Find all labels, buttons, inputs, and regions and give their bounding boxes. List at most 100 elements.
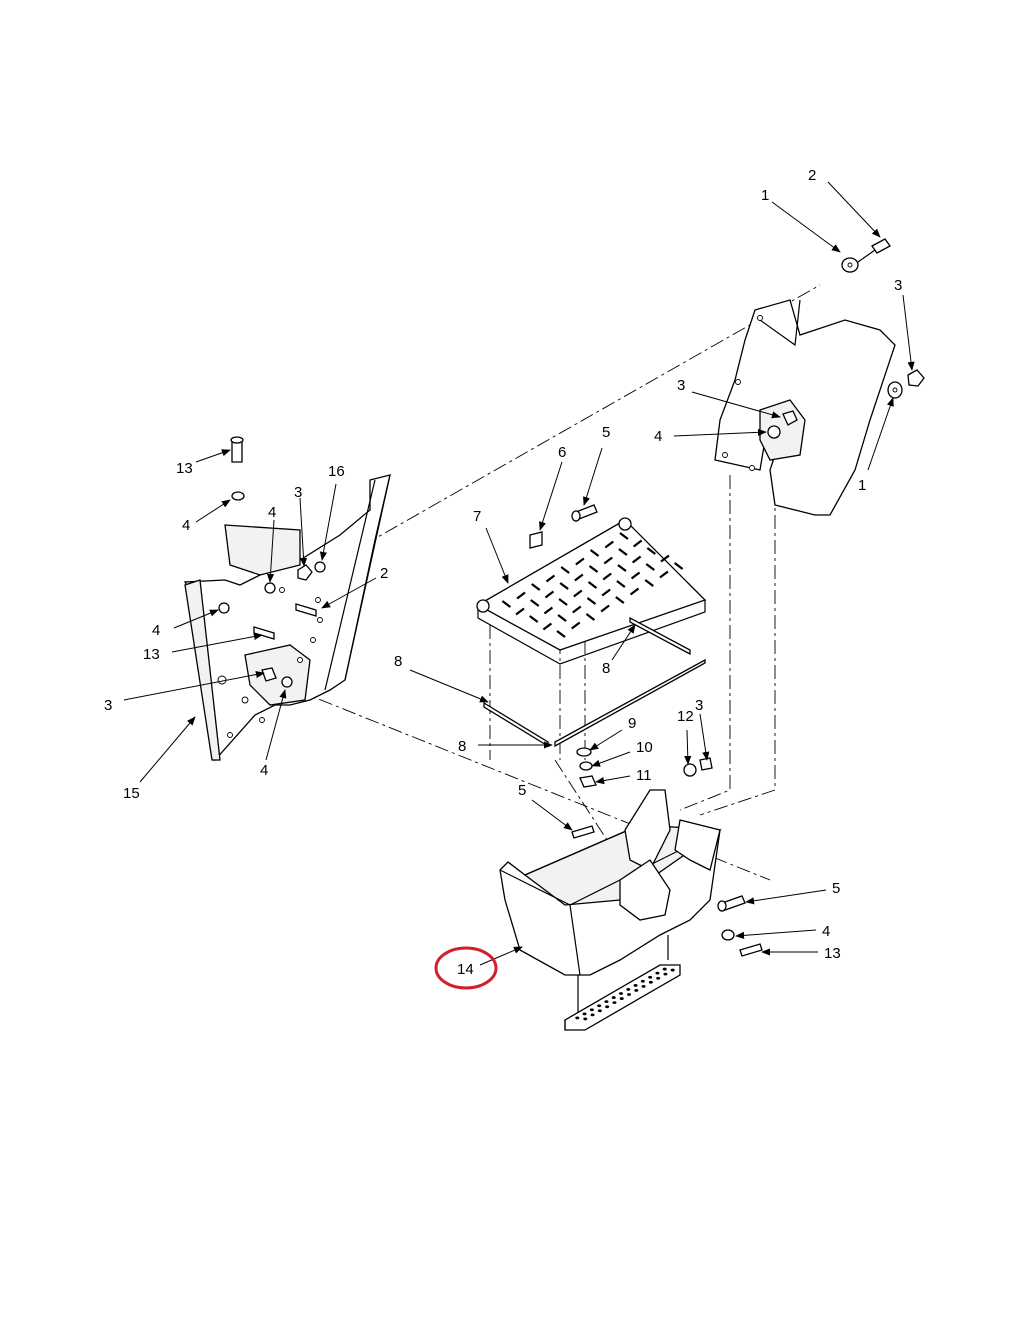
- step-hole: [663, 972, 668, 976]
- tread-diamond: [629, 587, 640, 596]
- tread-diamond: [645, 563, 655, 571]
- callout-13: 13: [176, 460, 193, 477]
- step-hole: [641, 984, 646, 988]
- callout-12: 12: [677, 708, 694, 725]
- tread-diamond: [558, 598, 568, 606]
- tread-diamond: [619, 532, 629, 540]
- callout-1: 1: [858, 477, 866, 494]
- tread-diamond: [572, 605, 582, 614]
- callout-3: 3: [894, 277, 902, 294]
- upper-right-hardware: [767, 238, 925, 439]
- callout-16: 16: [328, 463, 345, 480]
- step-hole: [640, 979, 645, 983]
- tread-diamond: [556, 630, 566, 638]
- callout-13: 13: [143, 646, 160, 663]
- tread-pattern: [501, 532, 684, 638]
- callout-8: 8: [602, 660, 610, 677]
- tread-diamond: [545, 574, 556, 583]
- tread-diamond: [631, 555, 642, 564]
- tread-diamond: [587, 581, 598, 589]
- tread-diamond: [516, 591, 526, 600]
- tread-diamond: [660, 554, 670, 563]
- callout-9: 9: [628, 715, 636, 732]
- tread-diamond: [531, 583, 541, 591]
- step-hole: [612, 1001, 617, 1005]
- callout-8: 8: [458, 738, 466, 755]
- step-hole: [611, 996, 616, 999]
- callout-7: 7: [473, 508, 481, 525]
- callout-6: 6: [558, 444, 566, 461]
- callout-11: 11: [636, 767, 652, 784]
- step-hole: [583, 1017, 588, 1021]
- callout-5: 5: [602, 424, 610, 441]
- callout-3: 3: [104, 697, 112, 714]
- step-hole: [627, 993, 631, 996]
- step-hole: [619, 997, 624, 1000]
- tread-diamond: [618, 548, 628, 556]
- tread-diamond: [617, 564, 627, 572]
- tread-diamond: [544, 590, 555, 599]
- step-hole: [670, 968, 675, 972]
- step-hole: [604, 1000, 609, 1004]
- callout-labels: 1 2 3 3 4 1 5 6 7 13 4 16 3 4 2 4 13 3 4…: [104, 167, 902, 978]
- step-hole: [655, 971, 660, 975]
- callout-3: 3: [677, 377, 685, 394]
- step-assembly: [499, 789, 722, 1031]
- step-hardware: [717, 895, 763, 957]
- tread-diamond: [601, 588, 611, 597]
- tread-diamond: [586, 597, 597, 605]
- tread-diamond: [501, 600, 512, 608]
- tread-diamond: [589, 549, 600, 557]
- callout-5: 5: [832, 880, 840, 897]
- step-hole: [634, 989, 639, 992]
- step-hole: [662, 967, 667, 971]
- tread-diamond: [574, 573, 584, 582]
- callout-3: 3: [695, 697, 703, 714]
- left-hardware: [218, 436, 326, 688]
- tread-diamond: [560, 566, 570, 574]
- leader-lines: [123, 181, 915, 966]
- step-hole: [626, 988, 631, 991]
- left-side-plate: [183, 474, 391, 762]
- callout-14: 14: [457, 961, 474, 978]
- tread-diamond: [659, 570, 669, 579]
- step-hole: [590, 1013, 595, 1017]
- callout-4: 4: [152, 622, 160, 639]
- callout-5: 5: [518, 782, 526, 799]
- callout-4: 4: [260, 762, 268, 779]
- callout-2: 2: [808, 167, 816, 184]
- tread-diamond: [585, 613, 596, 621]
- tread-diamond: [571, 621, 581, 630]
- step-hole: [589, 1008, 594, 1012]
- callout-1: 1: [761, 187, 769, 204]
- callout-3: 3: [294, 484, 302, 501]
- plate-hardware: [483, 504, 713, 839]
- callout-4: 4: [822, 923, 830, 940]
- highlight-ring: [434, 946, 498, 990]
- callout-8: 8: [394, 653, 402, 670]
- callout-2: 2: [380, 565, 388, 582]
- step-hole: [656, 976, 661, 980]
- tread-diamond: [530, 599, 540, 607]
- tread-diamond: [575, 557, 585, 566]
- step-hole: [619, 992, 623, 995]
- tread-diamond: [515, 607, 525, 616]
- callout-13: 13: [824, 945, 841, 962]
- tread-diamond: [529, 615, 539, 623]
- upper-right-bracket: [714, 299, 896, 516]
- step-perforations: [575, 967, 675, 1021]
- step-hole: [605, 1005, 610, 1009]
- tread-diamond: [557, 614, 567, 622]
- tread-diamond: [543, 606, 554, 615]
- tread-diamond: [602, 572, 612, 581]
- step-hole: [597, 1009, 602, 1013]
- tread-diamond: [630, 571, 641, 580]
- tread-diamond: [573, 589, 583, 598]
- tread-diamond: [644, 579, 654, 587]
- callout-10: 10: [636, 739, 653, 756]
- tread-diamond: [646, 547, 656, 555]
- step-hole: [575, 1016, 580, 1020]
- step-hole: [582, 1012, 587, 1016]
- tread-diamond: [600, 604, 610, 613]
